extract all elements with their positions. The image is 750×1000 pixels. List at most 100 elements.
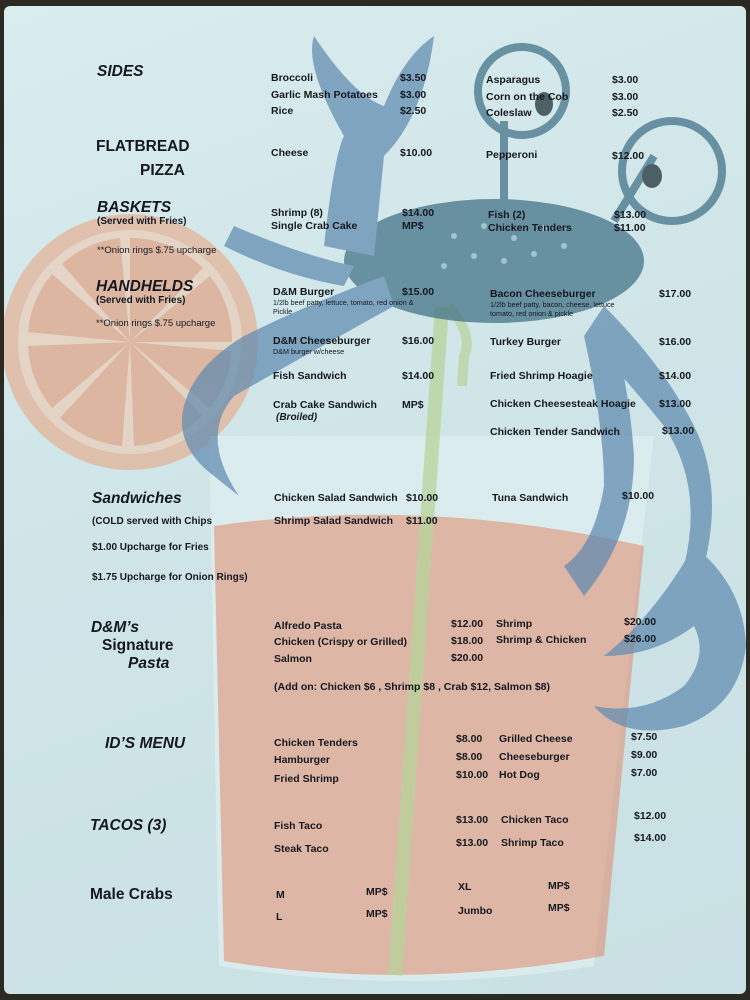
crabs-price-m: MP$ [366,886,388,898]
pasta-title-line1: D&M’s [91,619,139,636]
pasta-item-chicken: Chicken (Crispy or Grilled) [274,636,408,648]
crabs-price-l: MP$ [366,908,388,920]
pasta-price-salmon: $20.00 [451,652,484,664]
baskets-note: **Onion rings $.75 upcharge [97,245,217,256]
sides-price-coleslaw: $2.50 [612,107,639,119]
handhelds-item-crab-cake-sandwich: Crab Cake Sandwich [273,399,377,411]
sandwiches-upcharge-rings: $1.75 Upcharge for Onion Rings) [92,572,248,583]
crabs-item-m: M [276,889,285,901]
handhelds-desc-dm-burger: 1/2lb beef patty, lettuce, tomato, red o… [273,298,414,307]
tacos-item-fish: Fish Taco [274,820,323,832]
handhelds-price-chicken-cheesesteak: $13.00 [659,398,692,410]
handhelds-subtitle: (Served with Fries) [96,295,186,306]
sandwiches-subtitle: (COLD served with Chips [92,516,213,527]
crabs-title: Male Crabs [90,886,173,903]
menu-sheet: SIDES Broccoli $3.50 Garlic Mash Potatoe… [4,6,746,994]
sandwiches-price-tuna: $10.00 [622,490,655,502]
sides-item-coleslaw: Coleslaw [486,107,532,119]
flatbread-item-cheese: Cheese [271,147,309,159]
kids-item-hot-dog: Hot Dog [499,769,540,781]
handhelds-title: HANDHELDS [96,278,194,295]
kids-item-cheeseburger: Cheeseburger [499,751,570,763]
kids-price-tenders: $8.00 [456,733,483,745]
baskets-price-fish: $13.00 [614,209,647,221]
handhelds-price-bacon-cheeseburger: $17.00 [659,288,692,300]
flatbread-price-cheese: $10.00 [400,147,433,159]
pasta-addon: (Add on: Chicken $6 , Shrimp $8 , Crab $… [274,681,550,693]
handhelds-price-fish-sandwich: $14.00 [402,370,435,382]
pasta-item-shrimp-chicken: Shrimp & Chicken [496,634,587,646]
flatbread-price-pepperoni: $12.00 [612,150,645,162]
sides-price-rice: $2.50 [400,105,427,117]
sides-price-asparagus: $3.00 [612,74,639,86]
sides-item-broccoli: Broccoli [271,72,314,84]
handhelds-item-fish-sandwich: Fish Sandwich [273,370,347,382]
pasta-item-shrimp: Shrimp [496,618,533,630]
handhelds-item-turkey-burger: Turkey Burger [490,336,561,348]
tacos-price-chicken: $12.00 [634,810,667,822]
baskets-item-crab-cake: Single Crab Cake [271,220,358,232]
tacos-item-shrimp: Shrimp Taco [501,837,564,849]
baskets-title: BASKETS [97,199,172,216]
kids-item-fried-shrimp: Fried Shrimp [274,773,339,785]
kids-price-cheeseburger: $9.00 [631,749,658,761]
crab-illustration [182,36,746,731]
handhelds-item-chicken-cheesesteak: Chicken Cheesesteak Hoagie [490,398,636,410]
orange-slice-illustration [4,214,258,470]
sides-item-corn: Corn on the Cob [486,91,569,103]
crabs-price-xl: MP$ [548,880,570,892]
pasta-title-line2: Signature [102,637,174,654]
sides-item-asparagus: Asparagus [486,74,541,86]
crabs-item-jumbo: Jumbo [458,905,493,917]
crabs-item-xl: XL [458,881,472,893]
handhelds-desc-bacon-cheeseburger: 1/2lb beef patty, bacon, cheese, lettuce [490,300,615,309]
handhelds-item-dm-cheeseburger: D&M Cheeseburger [273,335,371,347]
pasta-title-line3: Pasta [128,655,170,672]
sandwiches-price-chicken-salad: $10.00 [406,492,439,504]
baskets-price-crab-cake: MP$ [402,220,424,232]
pasta-price-shrimp-chicken: $26.00 [624,633,657,645]
handhelds-desc-crab-cake-sandwich: (Broiled) [276,412,318,423]
kids-price-hamburger: $8.00 [456,751,483,763]
sandwiches-upcharge-fries: $1.00 Upcharge for Fries [92,542,209,553]
pasta-item-alfredo: Alfredo Pasta [274,620,342,632]
pasta-price-alfredo: $12.00 [451,618,484,630]
handhelds-item-bacon-cheeseburger: Bacon Cheeseburger [490,288,596,300]
drink-glass-illustration [209,302,654,981]
sandwiches-title: Sandwiches [92,490,182,507]
kids-item-tenders: Chicken Tenders [274,737,358,749]
handhelds-price-dm-burger: $15.00 [402,286,435,298]
sides-price-garlic-mash: $3.00 [400,89,427,101]
sides-price-corn: $3.00 [612,91,639,103]
background-artwork [4,36,746,981]
crabs-item-l: L [276,911,283,923]
kids-price-hot-dog: $7.00 [631,767,658,779]
sides-title: SIDES [97,63,144,80]
sides-item-garlic-mash: Garlic Mash Potatoes [271,89,378,101]
handhelds-item-chicken-tender-sandwich: Chicken Tender Sandwich [490,426,620,438]
pasta-item-salmon: Salmon [274,653,312,665]
handhelds-item-dm-burger: D&M Burger [273,286,335,298]
handhelds-desc2-dm-burger: Pickle [273,307,293,316]
baskets-subtitle: (Served with Fries) [97,216,187,227]
sandwiches-item-chicken-salad: Chicken Salad Sandwich [274,492,398,504]
tacos-price-fish: $13.00 [456,814,489,826]
crabs-price-jumbo: MP$ [548,902,570,914]
kids-item-hamburger: Hamburger [274,754,331,766]
kids-price-fried-shrimp: $10.00 [456,769,489,781]
kids-price-grilled-cheese: $7.50 [631,731,658,743]
handhelds-price-dm-cheeseburger: $16.00 [402,335,435,347]
handhelds-item-fried-shrimp-hoagie: Fried Shrimp Hoagie [490,370,593,382]
tacos-price-shrimp: $14.00 [634,832,667,844]
handhelds-price-turkey-burger: $16.00 [659,336,692,348]
pasta-price-shrimp: $20.00 [624,616,657,628]
sides-price-broccoli: $3.50 [400,72,427,84]
handhelds-desc-dm-cheeseburger: D&M burger w/cheese [273,347,345,356]
handhelds-note: **Onion rings $.75 upcharge [96,318,216,329]
baskets-item-tenders: Chicken Tenders [488,222,572,234]
sandwiches-item-tuna: Tuna Sandwich [492,492,569,504]
kids-title: ID’S MENU [105,735,186,752]
flatbread-title-pizza: PIZZA [140,162,185,179]
tacos-item-steak: Steak Taco [274,843,329,855]
tacos-item-chicken: Chicken Taco [501,814,569,826]
